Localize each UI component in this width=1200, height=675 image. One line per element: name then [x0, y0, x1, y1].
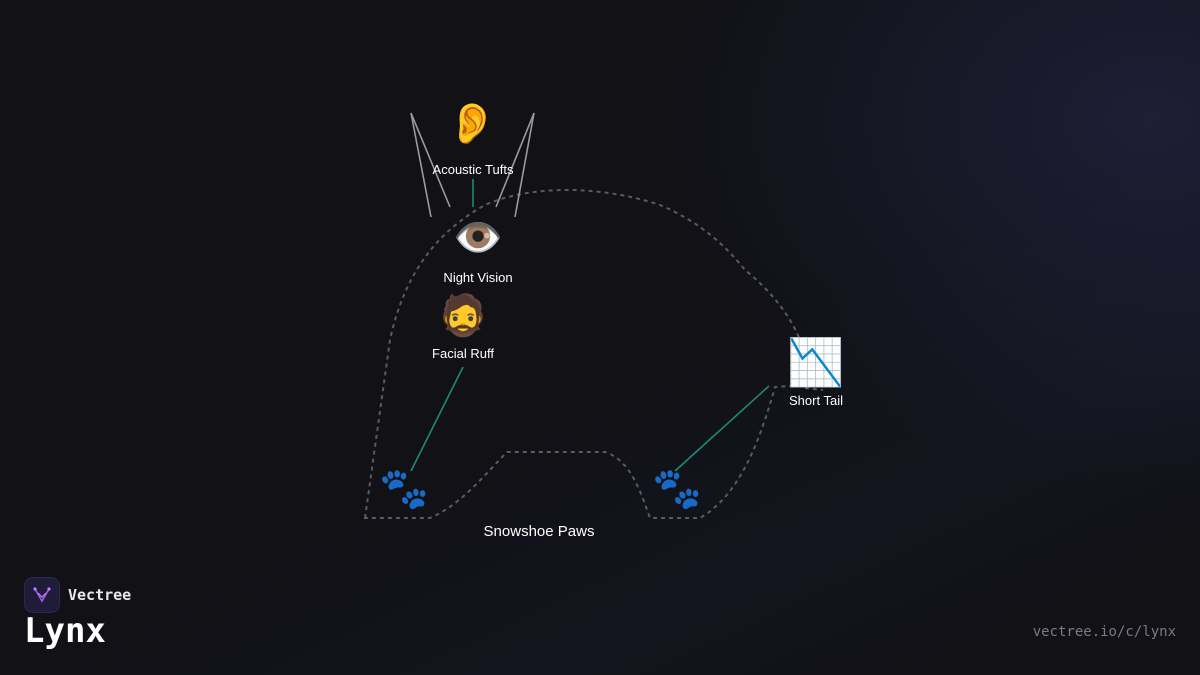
chart-decreasing-icon: 📉: [787, 335, 845, 389]
brand: Vectree: [24, 577, 131, 613]
snowshoe-paws-label: Snowshoe Paws: [483, 523, 595, 540]
ear-icon: 👂: [447, 101, 497, 147]
source-url[interactable]: vectree.io/c/lynx: [1032, 624, 1176, 640]
page-title: Lynx: [24, 611, 106, 651]
connector-lines: [410, 179, 770, 472]
lynx-body-outline: [363, 189, 807, 519]
short-tail-label: Short Tail: [789, 393, 843, 408]
tail-tip-outline: [804, 387, 824, 391]
acoustic-tufts-label: Acoustic Tufts: [432, 162, 514, 177]
brand-name: Vectree: [68, 586, 132, 604]
facial-ruff-label: Facial Ruff: [432, 346, 494, 361]
night-vision-label: Night Vision: [443, 270, 513, 285]
lynx-logo-icon: [24, 577, 60, 613]
eye-icon: 👁️: [453, 215, 503, 261]
ear-tuft-lines: [410, 112, 535, 218]
paw-prints-icon: 🐾: [379, 466, 429, 512]
bearded-face-icon: 🧔: [438, 293, 488, 339]
connector-ruff-paw: [410, 366, 464, 472]
paw-prints-icon: 🐾: [652, 466, 702, 512]
connector-tail-paw: [674, 385, 770, 472]
